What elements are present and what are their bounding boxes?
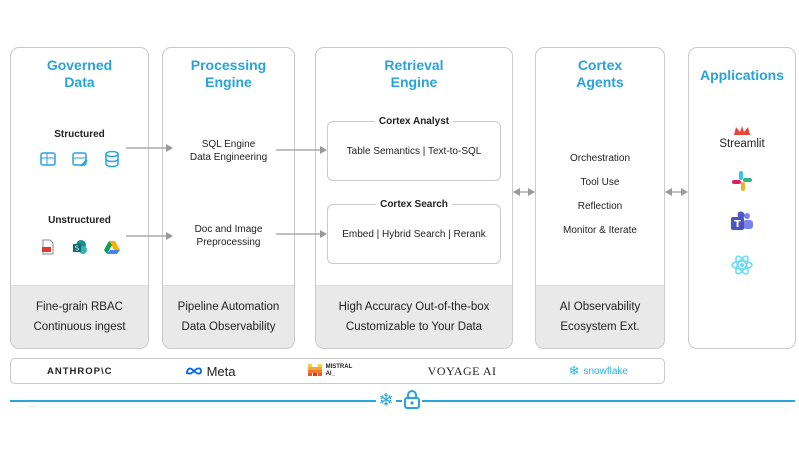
bottom-lock-icon: [402, 388, 422, 410]
react-icon: [731, 255, 753, 275]
sharepoint-icon: S: [72, 240, 87, 254]
arrow-retrieval-agents: [513, 188, 535, 196]
cortex-analyst-box: Cortex Analyst Table Semantics | Text-to…: [327, 116, 501, 181]
meta-infinity-icon: [185, 367, 202, 375]
bottom-snowflake-icon: ❄: [376, 389, 396, 411]
arrow-agents-applications: [665, 188, 688, 196]
applications-title: Applications: [699, 67, 784, 83]
arrow-sql-to-analyst: [276, 146, 327, 154]
unstructured-label: Unstructured: [48, 215, 111, 226]
tool-use-label: Tool Use: [580, 177, 620, 188]
table-icon: [39, 152, 56, 166]
arrow-unstructured-to-doc: [126, 232, 173, 240]
monitor-iterate-label: Monitor & Iterate: [563, 225, 637, 236]
anthropic-logo: ANTHROP\C: [47, 365, 113, 377]
footnote-text: ..: [30, 402, 34, 409]
structured-label: Structured: [54, 129, 105, 140]
table-edit-icon: [71, 152, 88, 167]
snowflake-icon: ❄: [568, 363, 580, 378]
model-partners-bar: ANTHROP\C Meta MISTRAL AI_ VOYAGE AI ❄ s…: [10, 358, 665, 384]
pdf-icon: [41, 239, 53, 255]
database-icon: [104, 150, 119, 168]
svg-text:S: S: [74, 245, 79, 253]
mistral-icon: [307, 364, 322, 376]
cortex-search-content: Embed | Hybrid Search | Rerank: [342, 229, 486, 240]
streamlit-crown-icon: [734, 126, 750, 135]
cortex-search-title: Cortex Search: [376, 199, 452, 210]
cortex-analyst-content: Table Semantics | Text-to-SQL: [346, 146, 482, 157]
applications-column: Applications Streamlit T: [688, 47, 796, 349]
slack-icon: [732, 171, 752, 191]
svg-text:T: T: [734, 219, 741, 230]
snowflake-logo: ❄ snowflake: [568, 363, 628, 378]
reflection-label: Reflection: [577, 201, 623, 212]
cortex-analyst-title: Cortex Analyst: [374, 116, 454, 127]
google-drive-icon: [103, 241, 120, 254]
orchestration-label: Orchestration: [569, 153, 631, 164]
arrow-doc-to-search: [276, 230, 327, 238]
teams-icon: T: [731, 211, 753, 230]
voyage-logo: VOYAGE AI: [427, 363, 497, 378]
mistral-logo: MISTRAL AI_: [307, 364, 356, 378]
arrow-structured-to-sql: [126, 144, 173, 152]
meta-logo: Meta: [185, 364, 236, 379]
streamlit-label: Streamlit: [719, 138, 765, 150]
cortex-search-box: Cortex Search Embed | Hybrid Search | Re…: [327, 199, 501, 264]
